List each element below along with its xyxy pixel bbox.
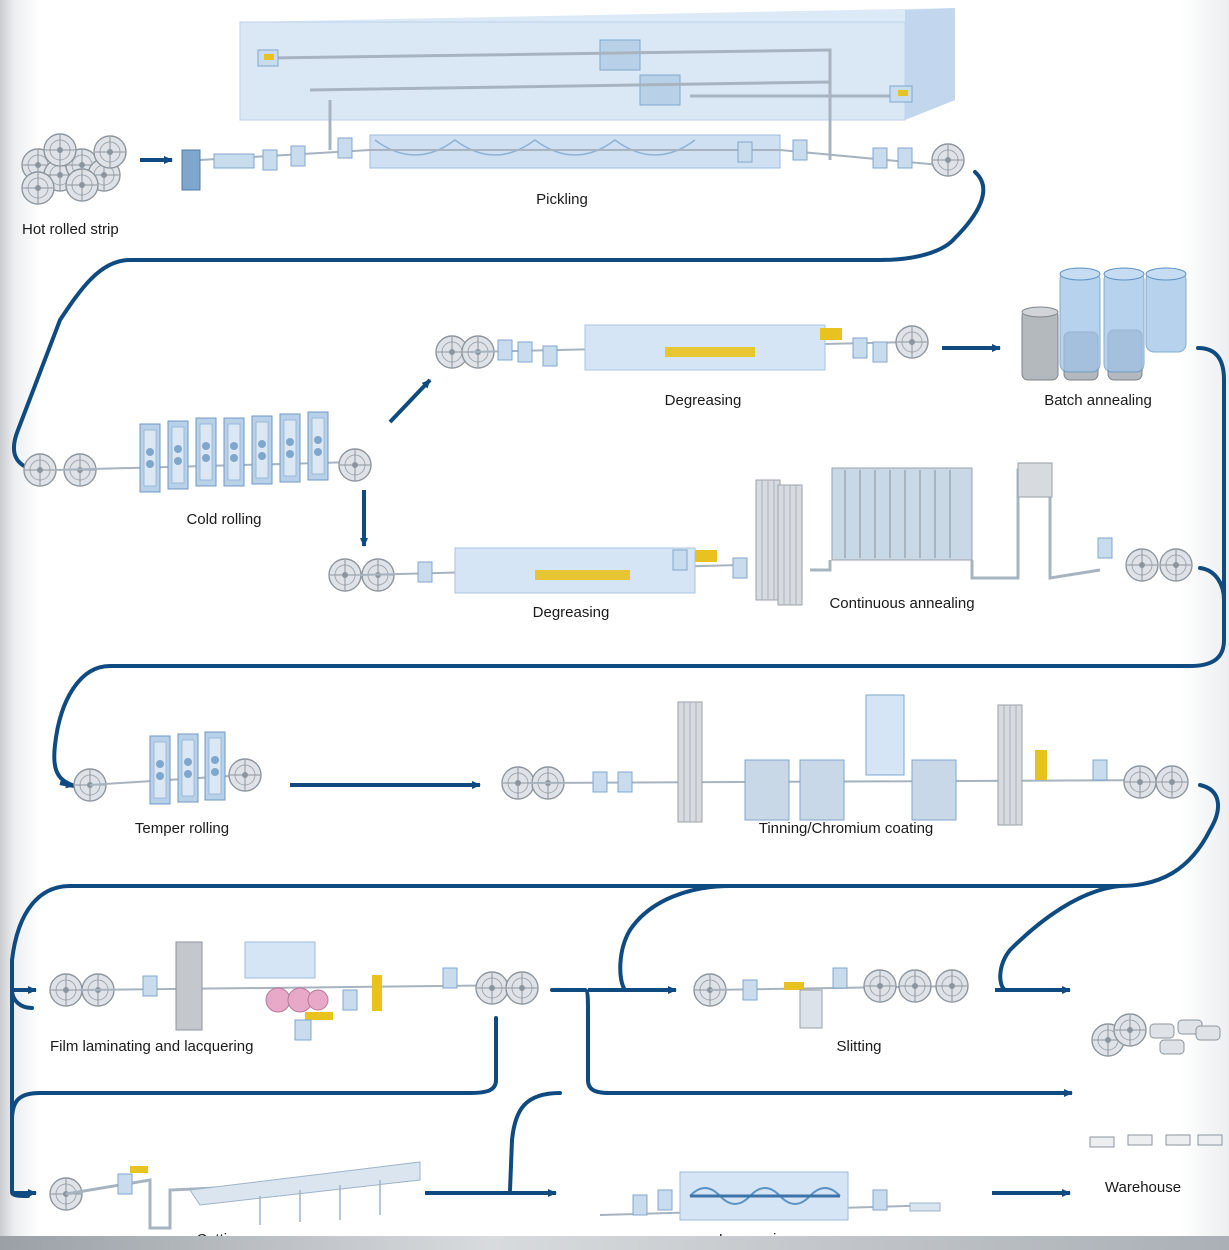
tinning-line xyxy=(501,694,1189,826)
slitting-line xyxy=(693,967,969,1029)
label-hot-rolled-strip: Hot rolled strip xyxy=(22,221,119,238)
degreasing-bottom-line xyxy=(328,547,748,594)
label-batch-annealing: Batch annealing xyxy=(1044,392,1152,409)
label-pickling: Pickling xyxy=(536,191,588,208)
lacquering-line xyxy=(599,1171,941,1221)
film-laminating-line xyxy=(49,941,539,1041)
tinning-cells xyxy=(744,759,957,821)
batch-annealing-furnaces xyxy=(1021,267,1187,381)
continuous-annealing-line xyxy=(755,462,1193,606)
bottom-strip xyxy=(0,1236,1229,1250)
label-degreasing-bottom: Degreasing xyxy=(532,604,610,621)
cutting-line xyxy=(49,1161,421,1230)
label-temper-rolling: Temper rolling xyxy=(134,820,230,837)
temper-rolling-mill xyxy=(73,731,262,805)
label-slitting: Slitting xyxy=(836,1038,882,1055)
pickling-line xyxy=(181,8,965,191)
label-cold-rolling: Cold rolling xyxy=(186,511,262,528)
warehouse-products xyxy=(1089,1013,1223,1148)
arrows xyxy=(14,156,1073,1197)
label-continuous-annealing: Continuous annealing xyxy=(829,595,975,612)
label-film-laminating: Film laminating and lacquering xyxy=(50,1038,254,1055)
label-warehouse: Warehouse xyxy=(1104,1179,1182,1196)
label-tinning-chromium-coating: Tinning/Chromium coating xyxy=(758,820,934,837)
flow-lines xyxy=(10,170,1226,1198)
degreasing-top-line xyxy=(435,324,929,371)
cold-rolling-mill xyxy=(23,411,372,493)
hot-rolled-coils xyxy=(21,133,127,205)
label-degreasing-top: Degreasing xyxy=(664,392,742,409)
